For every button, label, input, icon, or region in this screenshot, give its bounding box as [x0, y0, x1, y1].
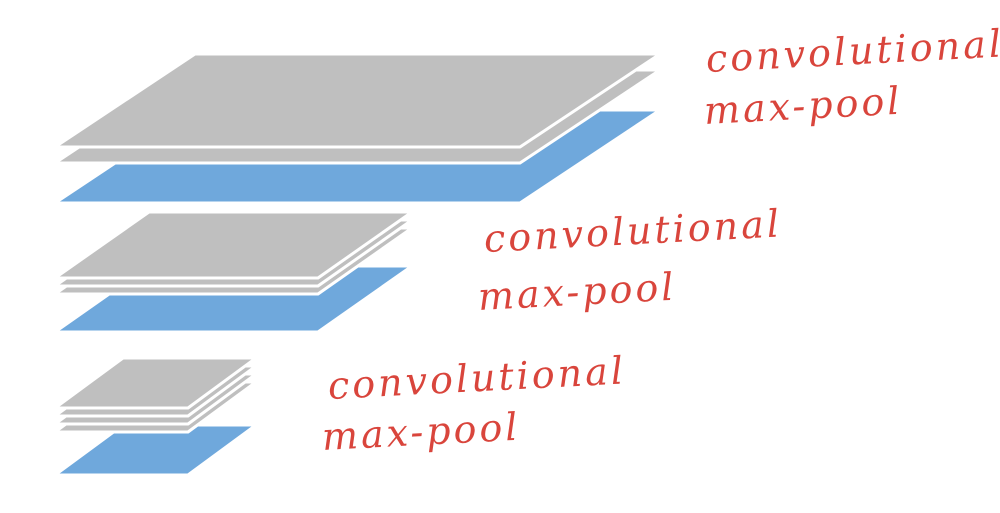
stage-2-max-pool-label: max-pool: [476, 264, 678, 319]
stage-3-max-pool-sheet: [53, 423, 258, 477]
stage-1-group: [53, 52, 662, 205]
stage-2-conv-sheet-1: [53, 210, 414, 280]
stage-1-max-pool-label: max-pool: [702, 78, 904, 133]
stage-1-conv-sheet-1: [53, 52, 662, 149]
stage-3-group: [53, 356, 258, 477]
stage-3-conv-sheet-1: [53, 356, 258, 410]
stage-2-group: [53, 210, 414, 334]
stage-3-max-pool-label: max-pool: [320, 404, 522, 459]
